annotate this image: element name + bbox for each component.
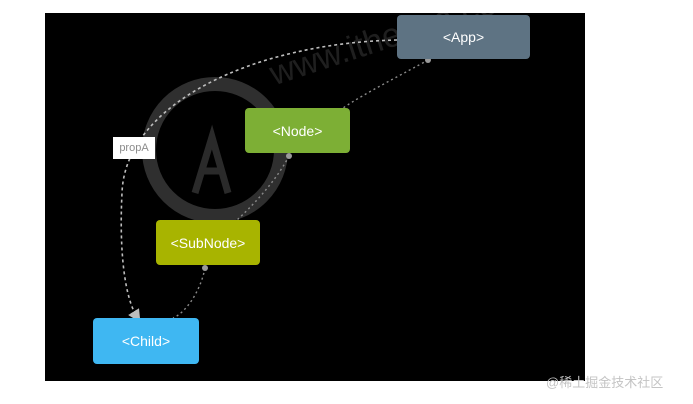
props-path-app-to-child bbox=[120, 39, 398, 323]
edge-label-propA: propA bbox=[113, 137, 155, 159]
connector-node-to-subnode bbox=[236, 155, 290, 221]
anchor-dot-node bbox=[286, 153, 292, 159]
anchor-dot-subnode bbox=[202, 265, 208, 271]
diagram-canvas: www.itheima.com <App> <Node> <SubNode> <… bbox=[45, 13, 585, 381]
source-credit: @稀土掘金技术社区 bbox=[546, 375, 664, 390]
node-node: <Node> bbox=[245, 108, 350, 153]
node-app: <App> bbox=[397, 15, 530, 59]
connector-app-to-node bbox=[342, 59, 429, 109]
connector-subnode-to-child bbox=[172, 267, 206, 319]
node-child: <Child> bbox=[93, 318, 199, 364]
node-subnode: <SubNode> bbox=[156, 220, 260, 265]
